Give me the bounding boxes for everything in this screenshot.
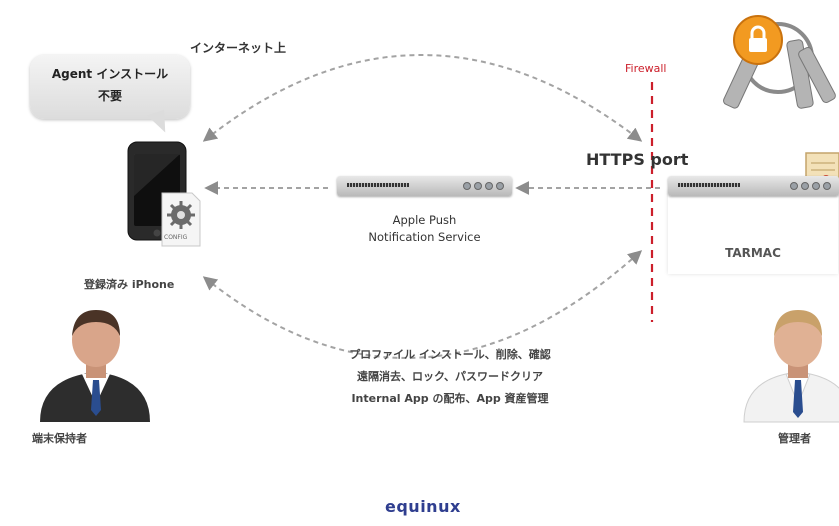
tarmac-server-device (668, 176, 839, 196)
speech-bubble-text: Agent インストール 不要 (30, 63, 190, 107)
keys-icon (723, 15, 836, 109)
config-label: CONFIG (164, 234, 188, 241)
internet-arc-lower (202, 250, 643, 359)
internet-arc-upper (202, 54, 643, 142)
feature-line-2: 遠隔消去、ロック、パスワードクリア (356, 370, 543, 383)
end-user-person-icon (40, 310, 150, 422)
apns-label-line-1: Apple Push (392, 213, 457, 227)
tarmac-label: TARMAC (725, 246, 781, 260)
speech-bubble (30, 55, 190, 119)
https-port-label: HTTPS port (586, 150, 689, 169)
internet-label: インターネット上 (190, 41, 287, 55)
brand-text: equinux (385, 497, 461, 516)
bubble-line-2: 不要 (97, 89, 122, 103)
admin-label: 管理者 (778, 432, 811, 445)
apns-label: Apple Push Notification Service (322, 212, 527, 246)
firewall-label: Firewall (625, 62, 667, 75)
apns-server-device (337, 176, 512, 196)
admin-person-icon (743, 310, 839, 423)
tarmac-panel (668, 190, 838, 274)
apns-label-line-2: Notification Service (368, 230, 481, 244)
end-user-label: 端末保持者 (32, 432, 87, 445)
equinux-logo: equinux (385, 497, 461, 516)
feature-line-3: Internal App の配布、App 資産管理 (351, 392, 549, 405)
config-document-icon (161, 192, 201, 247)
bubble-line-1: Agent インストール (51, 67, 169, 81)
iphone-label: 登録済み iPhone (84, 278, 175, 291)
feature-list: プロファイル インストール、削除、確認 遠隔消去、ロック、パスワードクリア In… (300, 344, 600, 410)
feature-line-1: プロファイル インストール、削除、確認 (349, 348, 551, 361)
